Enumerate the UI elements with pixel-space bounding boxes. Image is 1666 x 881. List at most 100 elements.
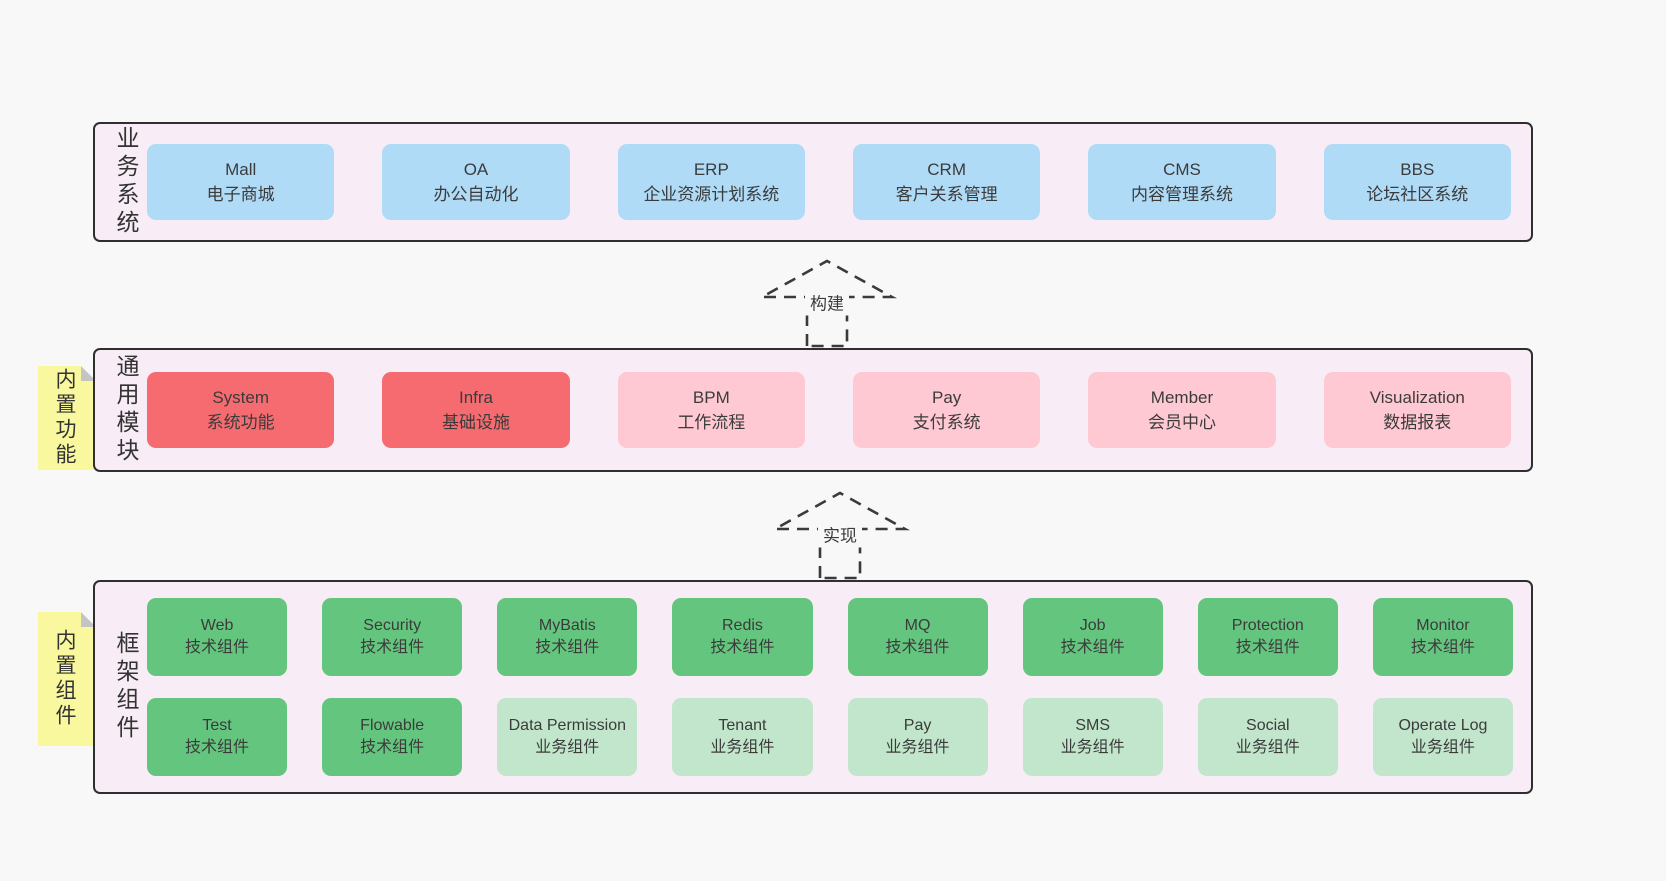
component-box-social: Social 业务组件: [1197, 698, 1338, 776]
box-subtitle: 业务组件: [535, 739, 600, 756]
box-subtitle: 技术组件: [360, 639, 425, 656]
box-title: MQ: [904, 617, 931, 634]
component-box-tenant: Tenant 业务组件: [672, 698, 813, 776]
component-box-pay: Pay 业务组件: [847, 698, 988, 776]
component-box-redis: Redis 技术组件: [672, 598, 813, 676]
component-box-mybatis: MyBatis 技术组件: [497, 598, 638, 676]
system-box-cms: CMS 内容管理系统: [1088, 144, 1276, 220]
module-box-pay: Pay 支付系统: [852, 372, 1041, 448]
box-title: Member: [1150, 388, 1214, 407]
box-subtitle: 客户关系管理: [895, 185, 998, 204]
component-box-job: Job 技术组件: [1022, 598, 1163, 676]
box-title: SMS: [1075, 717, 1111, 734]
box-subtitle: 工作流程: [677, 413, 746, 432]
box-subtitle: 技术组件: [1060, 639, 1125, 656]
box-title: Social: [1246, 717, 1290, 734]
builtin-components-tag-label: 内置组件: [53, 629, 76, 729]
box-subtitle: 技术组件: [885, 639, 950, 656]
box-subtitle: 基础设施: [441, 413, 510, 432]
box-title: Pay: [903, 717, 932, 734]
module-box-system: System 系统功能: [147, 372, 335, 448]
component-box-sms: SMS 业务组件: [1022, 698, 1163, 776]
box-subtitle: 业务组件: [1235, 739, 1300, 756]
box-subtitle: 内容管理系统: [1130, 185, 1233, 204]
component-box-protection: Protection 技术组件: [1197, 598, 1338, 676]
box-title: Pay: [932, 388, 962, 407]
box-title: Infra: [458, 388, 493, 407]
business-systems-layer: 业务系统 Mall 电子商城 OA 办公自动化 ERP 企业资源计划系统 CRM…: [93, 122, 1533, 242]
framework-row-2: Test 技术组件 Flowable 技术组件 Data Permission …: [147, 698, 1513, 776]
builtin-features-tag: 内置功能: [38, 366, 96, 470]
box-subtitle: 数据报表: [1383, 413, 1452, 432]
module-box-infra: Infra 基础设施: [382, 372, 570, 448]
build-arrow-label: 构建: [805, 288, 849, 316]
box-subtitle: 企业资源计划系统: [643, 185, 780, 204]
box-title: Security: [363, 617, 422, 634]
system-box-crm: CRM 客户关系管理: [852, 144, 1041, 220]
box-subtitle: 技术组件: [185, 639, 250, 656]
box-subtitle: 技术组件: [1235, 639, 1300, 656]
implement-arrow: 实现: [765, 488, 915, 580]
box-title: Operate Log: [1398, 717, 1488, 734]
framework-row-1: Web 技术组件 Security 技术组件 MyBatis 技术组件 Redi…: [147, 598, 1513, 676]
box-title: BBS: [1400, 160, 1435, 179]
box-title: CRM: [927, 160, 966, 179]
system-box-bbs: BBS 论坛社区系统: [1323, 144, 1511, 220]
box-title: Job: [1079, 617, 1106, 634]
box-title: Tenant: [718, 717, 767, 734]
box-title: Mall: [225, 160, 257, 179]
module-box-member: Member 会员中心: [1088, 372, 1276, 448]
box-subtitle: 技术组件: [360, 739, 425, 756]
component-box-flowable: Flowable 技术组件: [322, 698, 463, 776]
modules-box-row: System 系统功能 Infra 基础设施 BPM 工作流程 Pay 支付系统…: [147, 372, 1531, 448]
box-title: Data Permission: [508, 717, 626, 734]
box-subtitle: 论坛社区系统: [1366, 185, 1469, 204]
framework-layer-label: 框架组件: [113, 631, 139, 743]
box-title: Test: [202, 717, 232, 734]
up-arrow-icon: [769, 491, 911, 580]
component-box-test: Test 技术组件: [147, 698, 288, 776]
implement-arrow-label: 实现: [818, 520, 862, 548]
build-arrow: 构建: [752, 256, 902, 348]
box-title: ERP: [693, 160, 729, 179]
business-layer-label: 业务系统: [113, 126, 139, 238]
box-subtitle: 技术组件: [535, 639, 600, 656]
box-title: BPM: [692, 388, 730, 407]
business-box-row: Mall 电子商城 OA 办公自动化 ERP 企业资源计划系统 CRM 客户关系…: [147, 144, 1531, 220]
box-title: System: [212, 388, 269, 407]
component-box-operate-log: Operate Log 业务组件: [1372, 698, 1513, 776]
box-subtitle: 技术组件: [1410, 639, 1475, 656]
box-title: MyBatis: [538, 617, 596, 634]
box-subtitle: 技术组件: [185, 739, 250, 756]
component-box-security: Security 技术组件: [322, 598, 463, 676]
framework-components-layer: 框架组件 Web 技术组件 Security 技术组件 MyBatis 技术组件…: [93, 580, 1533, 794]
box-title: Visualization: [1369, 388, 1465, 407]
box-title: Protection: [1231, 617, 1304, 634]
box-subtitle: 业务组件: [1060, 739, 1125, 756]
box-title: OA: [463, 160, 489, 179]
component-box-data-permission: Data Permission 业务组件: [497, 698, 638, 776]
box-title: Redis: [721, 617, 763, 634]
box-title: CMS: [1163, 160, 1201, 179]
module-box-bpm: BPM 工作流程: [617, 372, 805, 448]
component-box-mq: MQ 技术组件: [847, 598, 988, 676]
modules-layer-label: 通用模块: [113, 354, 139, 466]
box-subtitle: 业务组件: [1410, 739, 1475, 756]
box-subtitle: 业务组件: [710, 739, 775, 756]
system-box-oa: OA 办公自动化: [382, 144, 570, 220]
box-subtitle: 业务组件: [885, 739, 950, 756]
builtin-features-tag-label: 内置功能: [53, 368, 76, 468]
builtin-components-tag: 内置组件: [38, 612, 96, 746]
component-box-monitor: Monitor 技术组件: [1372, 598, 1513, 676]
common-modules-layer: 通用模块 System 系统功能 Infra 基础设施 BPM 工作流程 Pay…: [93, 348, 1533, 472]
box-subtitle: 会员中心: [1147, 413, 1216, 432]
box-subtitle: 系统功能: [206, 413, 275, 432]
framework-box-rows: Web 技术组件 Security 技术组件 MyBatis 技术组件 Redi…: [147, 598, 1531, 776]
module-box-visualization: Visualization 数据报表: [1323, 372, 1511, 448]
box-subtitle: 支付系统: [912, 413, 981, 432]
component-box-web: Web 技术组件: [147, 598, 288, 676]
system-box-erp: ERP 企业资源计划系统: [617, 144, 805, 220]
box-subtitle: 电子商城: [206, 185, 275, 204]
box-title: Monitor: [1416, 617, 1470, 634]
system-box-mall: Mall 电子商城: [147, 144, 335, 220]
